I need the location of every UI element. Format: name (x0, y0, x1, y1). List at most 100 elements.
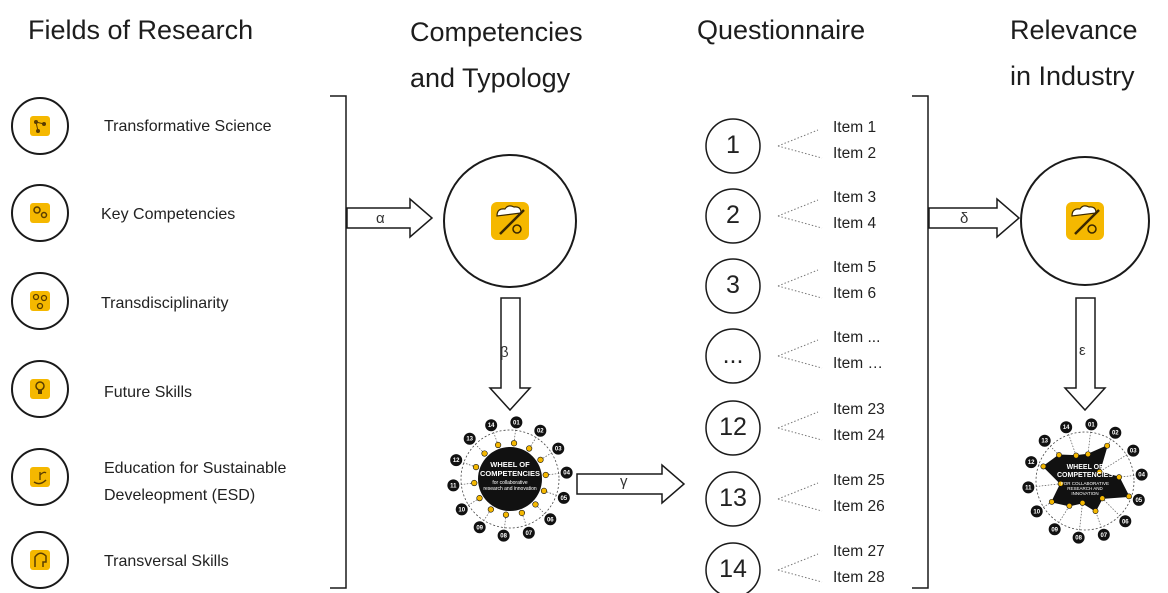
wheel-profile-point (1079, 500, 1086, 506)
wheel-spoke-badge (472, 520, 487, 535)
title-competencies-line2: and Typology (410, 63, 571, 93)
arrow-label-delta: δ (960, 210, 969, 227)
wheel-dot (495, 441, 502, 449)
wheel-spoke-label: 01 (513, 420, 520, 426)
wheel-spoke-badge (1024, 455, 1039, 470)
question-item-label: Item 24 (833, 427, 885, 444)
wheel-spoke-badge (1126, 443, 1141, 458)
wheel-spoke-label: 02 (1112, 431, 1119, 437)
wheel-dot (526, 445, 533, 452)
arrow-alpha (346, 197, 434, 239)
item-connector-line (777, 498, 823, 512)
wheel-profile-point (1092, 508, 1099, 514)
wheel-spoke-badge (454, 502, 469, 517)
question-number: 14 (719, 555, 747, 583)
wheel-spoke-badge (462, 431, 477, 446)
question-item-label: Item 1 (833, 119, 877, 136)
arrow-label-beta: β (500, 344, 509, 361)
wheel-spoke-label: 10 (458, 507, 465, 513)
wheel-dot (476, 495, 483, 502)
item-connector-line (777, 269, 819, 287)
arrow-delta (928, 197, 1021, 239)
item-connector-line (777, 339, 819, 357)
wheel-dot (532, 501, 539, 508)
wheel-left-sub-1: for collaborative (492, 480, 528, 486)
head-puzzle-icon (11, 531, 69, 589)
wheel-spoke-badge (551, 441, 566, 456)
wheel-spoke-label: 08 (1075, 536, 1082, 542)
wheel-spoke-badge (1047, 522, 1062, 537)
wheel-dot (502, 511, 510, 518)
hand-plant-icon (11, 448, 69, 506)
title-questionnaire: Questionnaire (697, 15, 866, 45)
wheel-spoke-label: 10 (1033, 509, 1040, 515)
wheel-profile-point (1126, 493, 1132, 500)
item-connector-line (777, 215, 823, 229)
wheel-right-title-2: COMPETENCIES (1056, 472, 1113, 479)
wheel-dot (472, 464, 480, 471)
wheel-spoke-label: 06 (1122, 519, 1129, 525)
wheel-left-sub-2: research and innovation (483, 486, 537, 492)
wheel-profile-point (1096, 468, 1103, 475)
wheel-left-title-2: COMPETENCIES (479, 469, 540, 478)
wheel-ring (1035, 431, 1135, 531)
wheel-spoke-badge (1096, 527, 1111, 542)
field-icons (11, 97, 69, 589)
title-competencies-line1: Competencies (410, 17, 583, 47)
wheel-left-title-1: WHEEL OF (490, 460, 530, 469)
question-circle (705, 542, 761, 593)
wheel-spoke-label: 06 (547, 517, 554, 523)
wheel-spoke-badge (1037, 433, 1052, 448)
wheel-spoke-label: 12 (453, 458, 460, 464)
wheel-spoke-badge (543, 512, 558, 527)
wheel-spoke-badge (449, 453, 464, 468)
title-fields: Fields of Research (28, 15, 254, 45)
question-circle (705, 118, 761, 174)
question-item-label: Item 2 (833, 145, 877, 162)
arrow-epsilon (1063, 297, 1107, 412)
question-number: ... (722, 341, 744, 369)
lightbulb-hand-icon (11, 360, 69, 418)
field-label-transversal-skills: Transversal Skills (104, 553, 229, 570)
wheel-spoke-badge (1131, 492, 1146, 507)
wheel-spoke-label: 01 (1088, 422, 1095, 428)
wheel-dot (518, 509, 525, 517)
wheel-spoke-label: 14 (488, 423, 495, 429)
item-connector-line (777, 569, 823, 583)
wheel-dot (471, 479, 478, 487)
wheel-profile-point (1040, 463, 1047, 470)
competencies-circle (443, 154, 577, 288)
wheel-spoke-label: 08 (500, 534, 507, 540)
field-label-key-competencies: Key Competencies (101, 206, 236, 223)
arrow-label-alpha: α (376, 210, 385, 227)
question-item-label: Item 6 (833, 285, 877, 302)
wheel-spoke-badge (1134, 467, 1149, 482)
wheel-right-sub-3: INNOVATION (1071, 491, 1099, 496)
question-circle (705, 258, 761, 314)
wheel-spoke-label: 03 (555, 447, 562, 453)
wheel-spoke-label: 02 (537, 429, 544, 435)
question-item-label: Item 27 (833, 543, 885, 560)
wheel-spoke-badge (1021, 480, 1036, 495)
field-label-esd-line1: Education for Sustainable (104, 460, 287, 477)
wheel-spoke-label: 04 (1138, 473, 1145, 479)
wheel-dot (540, 487, 548, 494)
wheel-dot (510, 440, 518, 447)
questionnaire-bracket (912, 95, 929, 589)
relevance-circle (1020, 156, 1150, 286)
wheel-profile-point (1048, 498, 1055, 505)
wheel-spoke-label: 11 (450, 483, 457, 489)
wheel-spoke-label: 11 (1025, 485, 1032, 491)
wheel-profile-point (1116, 474, 1122, 481)
wheel-spoke-label: 13 (466, 437, 473, 443)
wheel-spoke-badge (484, 418, 499, 433)
wheel-spoke-badge (1108, 425, 1123, 440)
wheel-spoke-label: 07 (1100, 533, 1107, 539)
item-connector-line (777, 285, 823, 299)
field-label-future-skills: Future Skills (104, 384, 193, 401)
wheel-right-sub-2: RESEARCH AND (1067, 486, 1103, 491)
question-item-label: Item 28 (833, 569, 885, 586)
question-number: 13 (719, 484, 747, 512)
arrow-label-gamma: γ (620, 473, 628, 490)
wheel-dot (537, 456, 544, 463)
